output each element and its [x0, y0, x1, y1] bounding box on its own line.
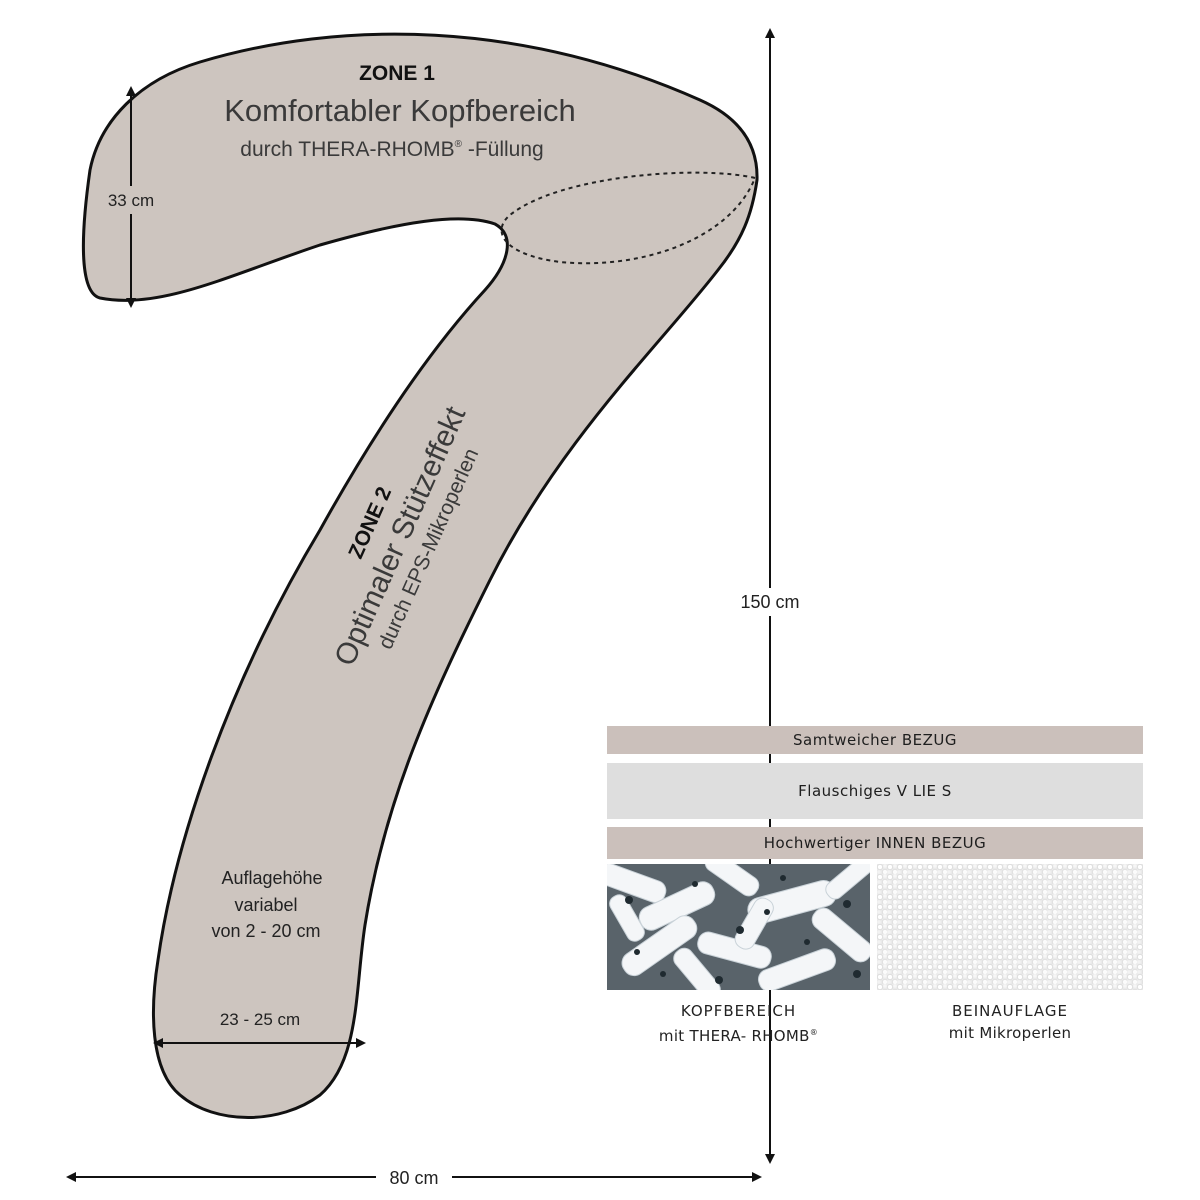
total-height-label: 150 cm: [740, 592, 799, 612]
support-note-line3: von 2 - 20 cm: [211, 921, 320, 941]
leg-filling-sub: mit Mikroperlen: [948, 1024, 1072, 1042]
zone-divider: [500, 171, 756, 265]
zone1-subtitle: durch THERA-RHOMB® -Füllung: [240, 138, 543, 161]
zone1-title: Komfortabler Kopfbereich: [224, 93, 576, 128]
layer-fleece: Flauschiges V LIE S: [607, 763, 1143, 819]
head-height-label: 33 cm: [108, 191, 154, 210]
leg-width-label: 23 - 25 cm: [220, 1010, 300, 1029]
head-filling-caption: KOPFBEREICH mit THERA- RHOMB®: [607, 1000, 870, 1047]
total-width-label: 80 cm: [389, 1168, 438, 1188]
head-filling-title: KOPFBEREICH: [680, 1002, 797, 1020]
support-note-line1: Auflagehöhe: [221, 868, 322, 888]
microbeads-swatch: [877, 864, 1143, 990]
layer-inner-cover: Hochwertiger INNEN BEZUG: [607, 827, 1143, 859]
support-note-line2: variabel: [234, 895, 297, 915]
layer-cover: Samtweicher BEZUG: [607, 726, 1143, 754]
leg-filling-caption: BEINAUFLAGE mit Mikroperlen: [877, 1000, 1143, 1044]
head-filling-sub: mit THERA- RHOMB®: [658, 1027, 819, 1045]
zone1-heading: ZONE 1: [359, 62, 435, 85]
thera-rhomb-swatch: [607, 864, 870, 990]
leg-filling-title: BEINAUFLAGE: [951, 1002, 1069, 1020]
pillow-shape: [81, 32, 759, 1119]
